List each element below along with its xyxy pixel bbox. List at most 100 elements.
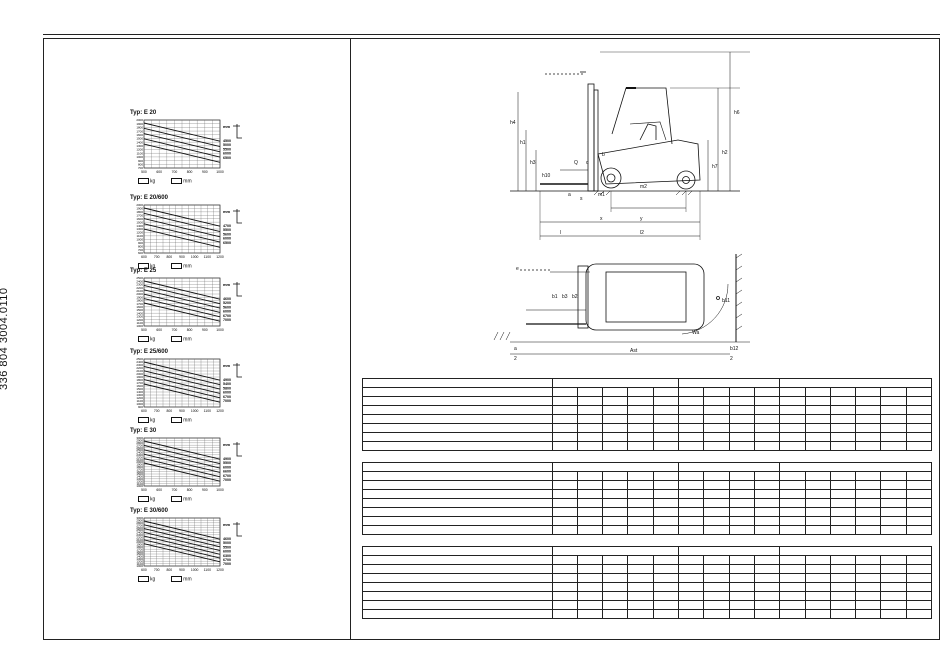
y-tick-label: 1500 (136, 137, 143, 141)
y-tick-label: 1500 (136, 552, 143, 556)
y-tick-label: 2500 (136, 448, 143, 452)
load-legend: kg (138, 576, 155, 582)
x-tick-label: 1000 (216, 488, 224, 492)
table-cell (362, 423, 553, 433)
table-cell (855, 525, 882, 535)
lift-height-label: 7000 (223, 318, 231, 322)
table-cell (905, 423, 933, 433)
spec-table (362, 378, 933, 451)
table-cell (362, 405, 553, 415)
table-cell (576, 423, 604, 433)
y-tick-label: 1000 (136, 564, 143, 568)
table-cell (905, 432, 933, 442)
table-cell (576, 387, 604, 397)
table-row (362, 405, 933, 415)
table-cell (728, 471, 755, 481)
table-cell (627, 432, 654, 442)
y-tick-label: 1100 (137, 562, 144, 566)
table-cell (829, 498, 857, 508)
table-cell (855, 609, 882, 619)
spec-table (362, 546, 933, 619)
table-row (362, 609, 933, 619)
lift-height-label: 5800 (223, 386, 231, 390)
table-cell (905, 498, 933, 508)
x-tick-label: 1100 (204, 255, 211, 259)
y-tick-label: 1700 (136, 213, 143, 217)
distance-icon (171, 576, 183, 582)
distance-legend-text: mm (183, 178, 192, 185)
y-tick-label: 1400 (136, 555, 143, 559)
load-icon (138, 336, 149, 342)
capacity-curve (143, 370, 221, 390)
table-cell (779, 378, 932, 388)
load-icon (138, 263, 149, 269)
capacity-curve (143, 280, 221, 300)
table-cell (602, 414, 629, 424)
table-cell (678, 405, 705, 415)
table-cell (551, 378, 680, 388)
y-tick-label: 2900 (136, 439, 143, 443)
y-tick-label: 2100 (136, 538, 143, 542)
table-cell (602, 564, 629, 574)
table-cell (576, 525, 604, 535)
table-header-row (362, 378, 932, 388)
table-cell (652, 498, 680, 508)
load-chart-title: Typ: E 30 (130, 428, 157, 434)
table-cell (804, 489, 831, 499)
y-tick-label: 1900 (136, 543, 143, 547)
table-cell (829, 387, 857, 397)
y-tick-label: 1800 (136, 126, 143, 130)
table-cell (576, 480, 604, 490)
x-tick-label: 600 (156, 488, 162, 492)
y-tick-label: 900 (138, 159, 143, 163)
table-cell (362, 609, 553, 619)
table-cell (627, 471, 654, 481)
capacity-curve (143, 223, 221, 243)
y-tick-label: 1700 (136, 547, 143, 551)
table-cell (753, 600, 781, 610)
y-tick-label: 2200 (136, 286, 143, 290)
table-cell (576, 600, 604, 610)
table-cell (728, 516, 755, 526)
table-cell (652, 573, 680, 583)
table-cell (855, 396, 882, 406)
y-tick-label: 2200 (136, 366, 143, 370)
capacity-curve (143, 289, 221, 309)
spec-table (362, 462, 933, 535)
load-chart-title: Typ: E 20/600 (130, 195, 168, 201)
table-cell (703, 405, 730, 415)
table-cell (880, 387, 907, 397)
x-tick-label: 600 (141, 568, 147, 572)
table-cell (855, 414, 882, 424)
dimension-label: b12 (730, 346, 739, 352)
table-cell (905, 480, 933, 490)
table-cell (627, 582, 654, 592)
table-cell (602, 387, 629, 397)
table-cell (779, 423, 806, 433)
load-chart-plot: 3000290028002700260025002400230022002100… (136, 436, 242, 492)
x-tick-label: 800 (187, 488, 193, 492)
table-cell (855, 423, 882, 433)
table-cell (678, 516, 705, 526)
table-cell (362, 378, 553, 388)
lift-height-label: 6000 (223, 152, 231, 156)
capacity-curve (143, 228, 221, 248)
table-cell (602, 582, 629, 592)
y-tick-label: 2500 (136, 276, 143, 280)
table-cell (804, 471, 831, 481)
table-cell (855, 573, 882, 583)
lift-height-label: 7000 (223, 478, 231, 482)
capacity-curve (143, 374, 221, 394)
lift-height-label: 4900 (223, 378, 231, 382)
y-tick-label: 1700 (136, 467, 143, 471)
y-tick-label: 1800 (136, 210, 143, 214)
y-tick-label: 1500 (136, 308, 143, 312)
table-cell (728, 564, 755, 574)
capacity-curve (143, 528, 221, 548)
table-row (362, 555, 933, 565)
table-cell (905, 387, 933, 397)
fork-icon (233, 363, 242, 378)
